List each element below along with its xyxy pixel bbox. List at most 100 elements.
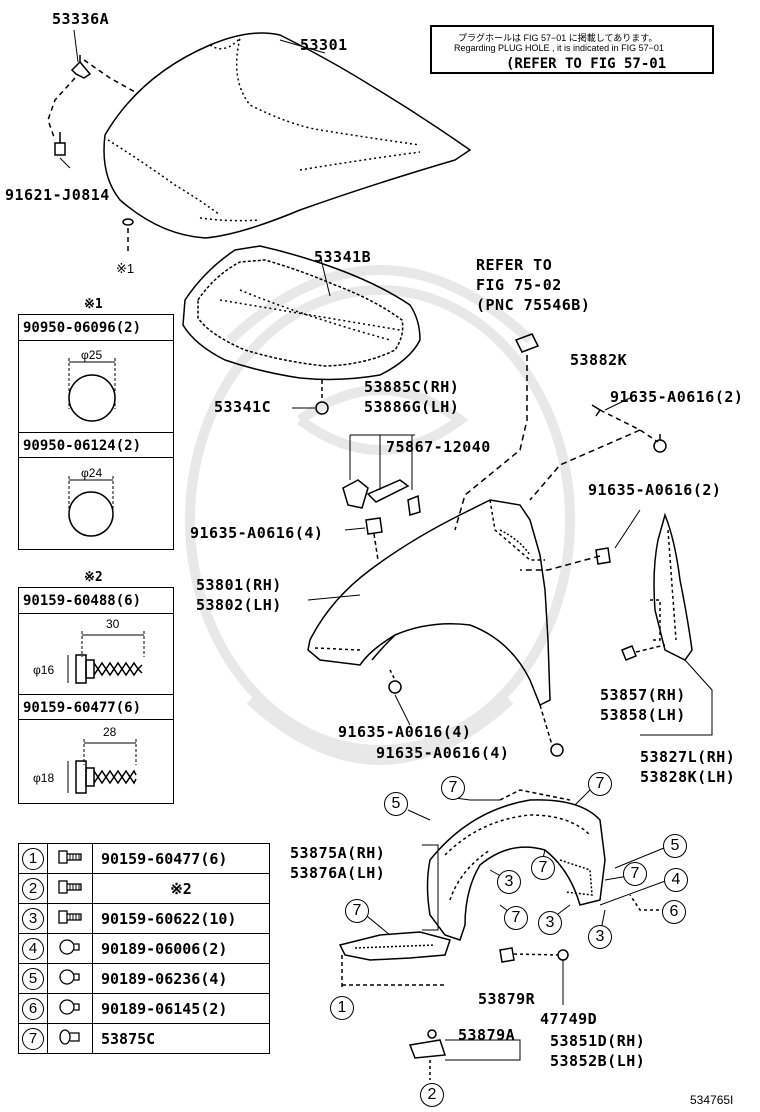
legend-part: 90189-06006(2) (92, 933, 270, 964)
note-line-jp: プラグホールは FIG 57−01 に掲載してあります。 (458, 33, 658, 43)
callout-3b: 3 (538, 911, 562, 935)
label-refer-to: REFER TO (476, 256, 553, 274)
label-53301: 53301 (300, 36, 348, 54)
label-53879A: 53879A (458, 1026, 516, 1044)
bracket-53851D (408, 1039, 447, 1059)
bolt-91635-a (653, 434, 667, 453)
legend-row: 4 90189-06006(2) (18, 933, 270, 964)
bolt-91635-e (550, 743, 564, 757)
figure-number: 534765I (690, 1093, 734, 1107)
screw-30-icon (74, 653, 143, 684)
legend-row: 6 90189-06145(2) (18, 993, 270, 1024)
hood-hinge-53336A (70, 55, 92, 79)
box1-row2-header: 90950-06124(2) (19, 432, 173, 458)
hood-53301 (103, 32, 472, 239)
label-mark1: ※1 (116, 261, 135, 276)
legend-num: 2 (22, 877, 44, 900)
label-53341C: 53341C (214, 398, 272, 416)
label-53828K: 53828K(LH) (640, 768, 736, 786)
legend-num: 7 (22, 1027, 44, 1050)
callout-3c: 3 (588, 925, 612, 949)
label-53886G: 53886G(LH) (364, 398, 460, 416)
label-53852B: 53852B(LH) (550, 1052, 646, 1070)
note-line-ref: (REFER TO FIG 57-01 (506, 56, 667, 72)
refer-part-75546B (514, 333, 540, 353)
label-53336A: 53336A (52, 10, 110, 28)
box2-len1: 30 (106, 617, 120, 631)
note-line-en: Regarding PLUG HOLE , it is indicated in… (454, 43, 664, 53)
label-91621: 91621-J0814 (5, 186, 110, 204)
label-refer-fig: FIG 75-02 (476, 276, 562, 294)
legend-num: 1 (22, 847, 44, 870)
label-53858: 53858(LH) (600, 706, 686, 724)
label-91635-d: 91635-A0616(4) (338, 723, 472, 741)
callout-4: 4 (664, 868, 688, 892)
legend-num: 4 (22, 937, 44, 960)
label-53882K: 53882K (570, 351, 628, 369)
legend-part: 90189-06236(4) (92, 963, 270, 994)
box2-row2-header: 90159-60477(6) (19, 694, 173, 720)
screw-icon (58, 879, 82, 894)
box2-screws: 90159-60488(6) 90159-60477(6) 30 φ16 28 … (18, 587, 174, 804)
label-91635-b: 91635-A0616(2) (588, 481, 722, 499)
watermark-emblem (185, 265, 575, 765)
legend-part: ※2 (92, 873, 270, 904)
callout-7e: 7 (345, 899, 369, 923)
bolt-91635-b (595, 547, 611, 565)
label-53827L: 53827L(RH) (640, 748, 736, 766)
clip-53857 (621, 645, 637, 661)
box1-row1-header: 90950-06096(2) (19, 315, 173, 341)
legend-num: 3 (22, 907, 44, 930)
box1-dim1: φ25 (81, 348, 103, 362)
label-75867: 75867-12040 (386, 438, 491, 456)
box2-mark: ※2 (84, 570, 103, 585)
box2-row1-part: 90159-60488(6) (23, 593, 142, 609)
callout-5a: 5 (384, 792, 408, 816)
legend-part: 90159-60622(10) (92, 903, 270, 934)
grommet-icon (59, 1028, 80, 1045)
callout-3a: 3 (497, 870, 521, 894)
box1-drawing (67, 357, 116, 537)
label-53801: 53801(RH) (196, 576, 282, 594)
box2-dia1: φ16 (33, 663, 55, 677)
bolt-91635-c (365, 517, 383, 561)
callout-7a: 7 (441, 776, 465, 800)
seal-53827L (653, 512, 693, 661)
box2-len2: 28 (103, 725, 117, 739)
legend-num: 5 (22, 967, 44, 990)
refer-note-box: プラグホールは FIG 57−01 に掲載してあります。 Regarding P… (430, 25, 714, 74)
legend-part: 90159-60477(6) (92, 843, 270, 874)
fender-53801 (307, 499, 551, 707)
legend-row: 1 90159-60477(6) (18, 843, 270, 874)
legend-row: 7 53875C (18, 1023, 270, 1054)
screw-icon (58, 909, 82, 924)
label-91635-a: 91635-A0616(2) (610, 388, 744, 406)
bolt-91621 (54, 132, 66, 156)
clip-53879R (499, 947, 515, 963)
label-53857: 53857(RH) (600, 686, 686, 704)
plug-hole (122, 218, 134, 226)
callout-7d: 7 (623, 862, 647, 886)
legend-num: 6 (22, 997, 44, 1020)
callout-5b: 5 (663, 834, 687, 858)
callout-7b: 7 (588, 772, 612, 796)
splash-shield (338, 931, 451, 961)
screw-icon (58, 849, 82, 864)
bolt-91635-d (388, 680, 402, 694)
clip-icon (59, 998, 80, 1015)
legend-row: 3 90159-60622(10) (18, 903, 270, 934)
clip-53341C (315, 380, 329, 415)
fender-liner-53875A (426, 799, 606, 941)
clip-47749D (557, 949, 569, 961)
bracket-53885C (342, 479, 369, 509)
legend-row: 5 90189-06236(4) (18, 963, 270, 994)
label-53885C: 53885C(RH) (364, 378, 460, 396)
callout-7f: 7 (504, 906, 528, 930)
callout-7c: 7 (531, 856, 555, 880)
box1-mark: ※1 (84, 297, 103, 312)
box2-drawing (67, 630, 144, 794)
box1-row2-part: 90950-06124(2) (23, 438, 142, 454)
box2-row1-header: 90159-60488(6) (19, 588, 173, 614)
label-91635-e: 91635-A0616(4) (376, 744, 510, 762)
